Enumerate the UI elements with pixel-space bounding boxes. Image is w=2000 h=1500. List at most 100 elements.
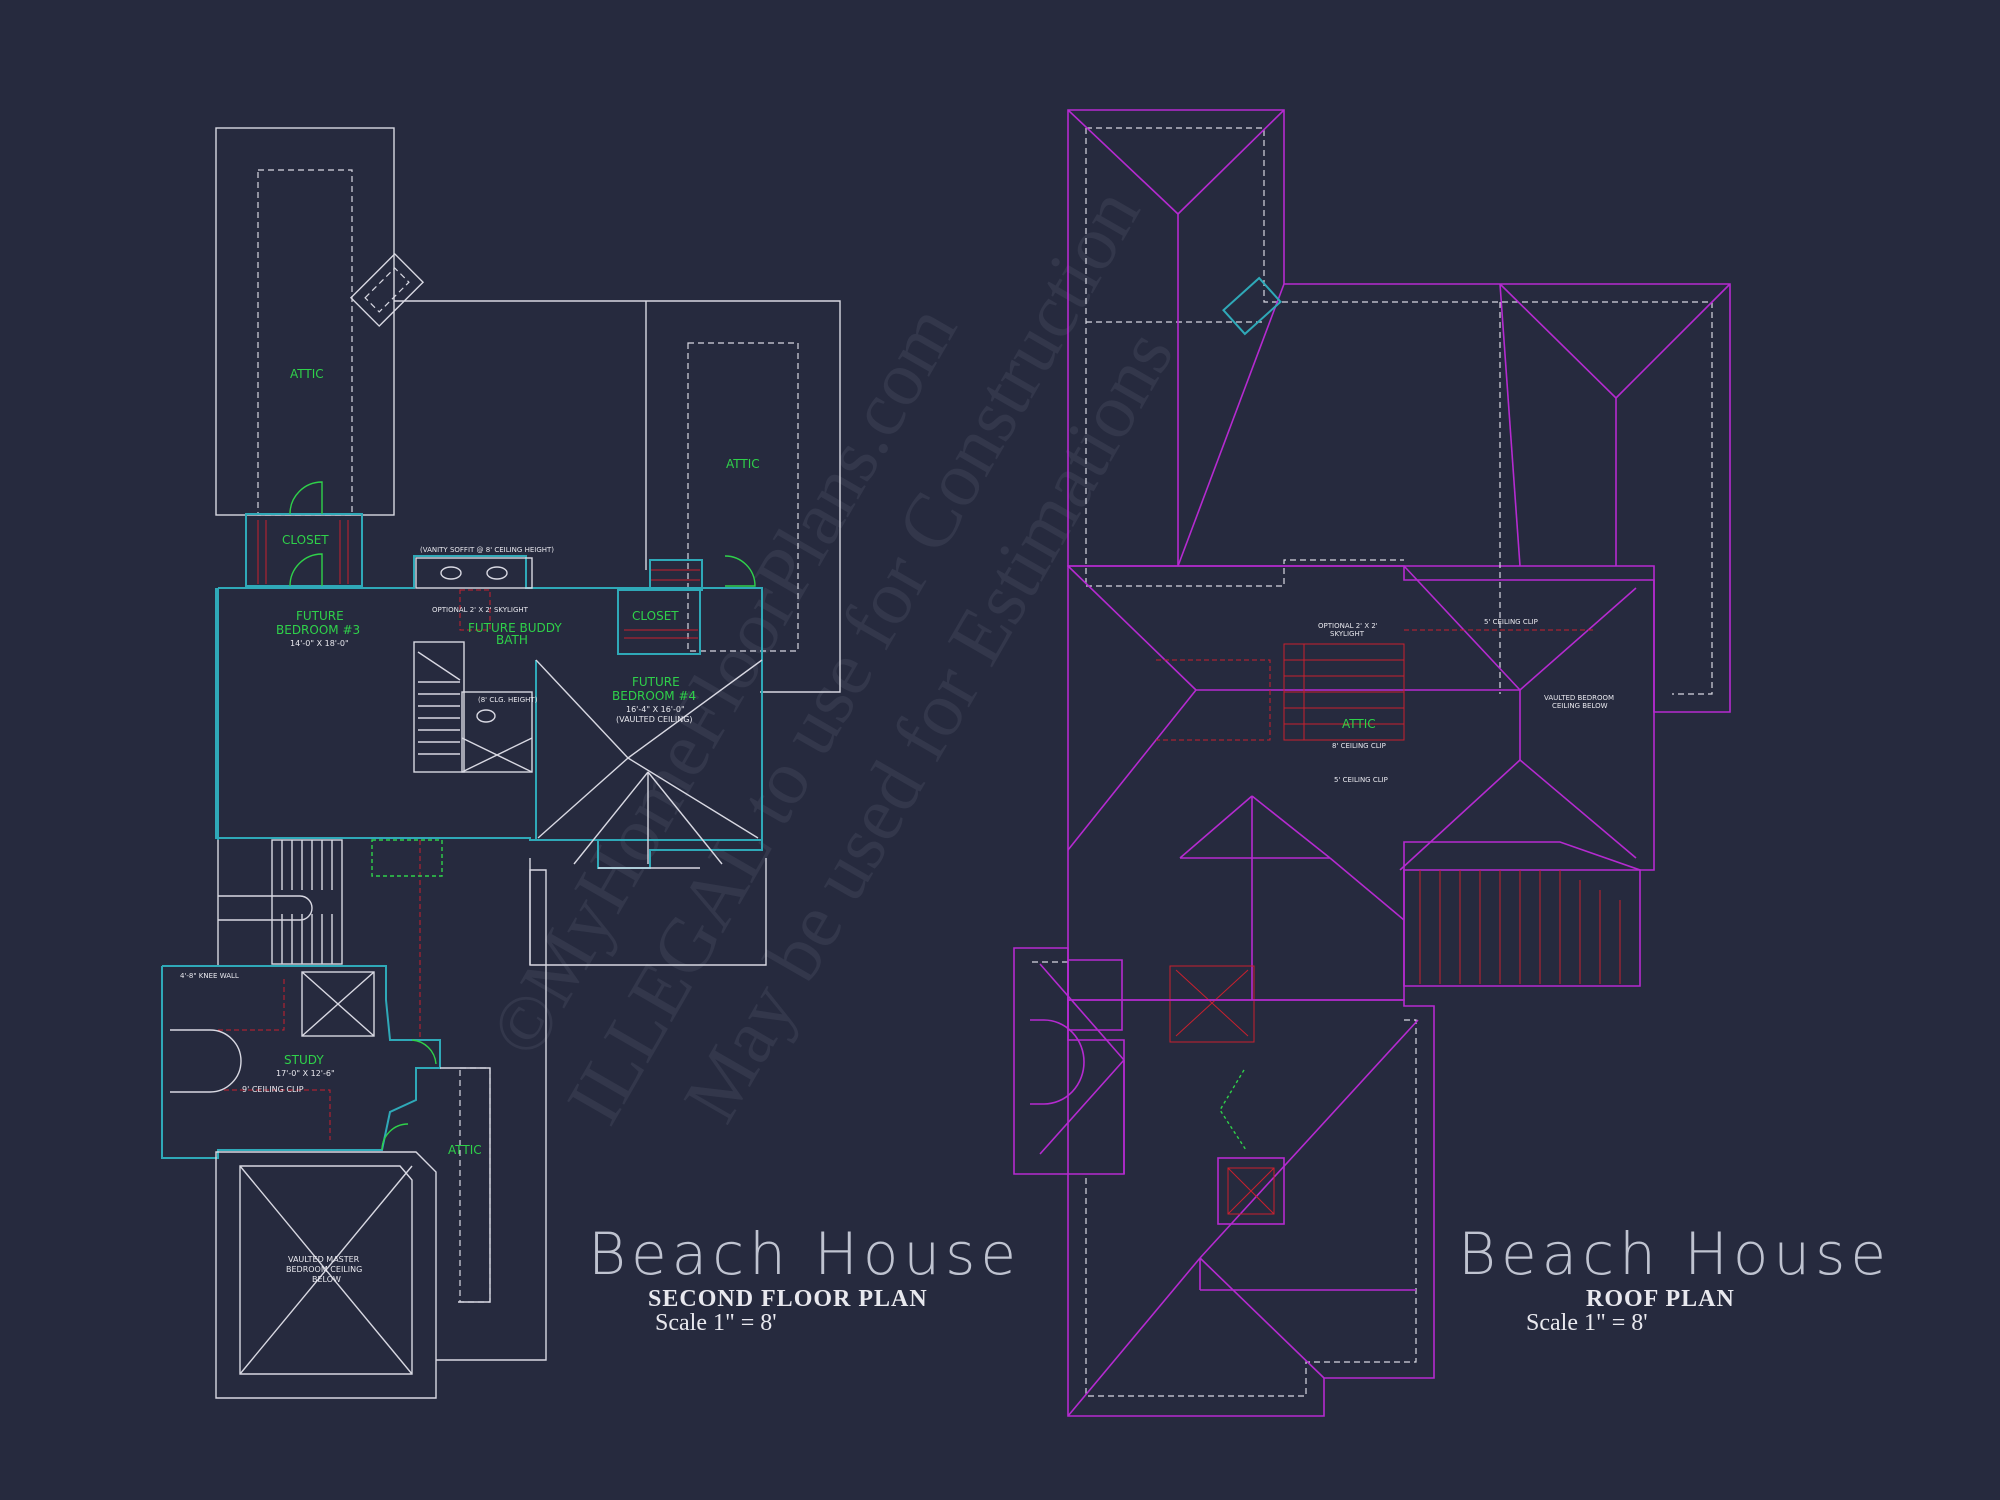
left-attic-dashed: [257, 169, 353, 516]
label-bedroom3-name: FUTURE: [296, 609, 344, 623]
label-attic-bottom: ATTIC: [448, 1143, 482, 1157]
roof-middle-hips: [1067, 565, 1637, 1000]
bedroom4-wall: [535, 660, 762, 841]
roof-study-box: [1067, 959, 1123, 1031]
closet-right-nook: [649, 559, 703, 591]
closet-left-wall: [245, 513, 363, 587]
label-bedroom3-dim: 14'-0" X 18'-0": [290, 639, 349, 648]
roof-attic-dashed: [1156, 659, 1271, 741]
master-ceiling-inner: [239, 1165, 413, 1375]
roof-label-skylight2: SKYLIGHT: [1330, 630, 1365, 638]
label-vanity-note: (VANITY SOFFIT @ 8' CEILING HEIGHT): [420, 546, 554, 554]
roof-lower-dashed: [1085, 1019, 1417, 1397]
label-study-clip: 9' CEILING CLIP: [242, 1085, 304, 1094]
study-clip-line: [224, 1089, 331, 1140]
roof-cupola: [1217, 1157, 1285, 1225]
label-bedroom3-num: BEDROOM #3: [276, 623, 360, 637]
sink-left: [440, 566, 462, 580]
second-floor-title: Beach House: [588, 1220, 1021, 1288]
roof-skylight: [1222, 276, 1282, 336]
label-study-name: STUDY: [284, 1053, 324, 1067]
label-closet-right: CLOSET: [632, 609, 679, 623]
roof-deck-hatch: [1419, 870, 1621, 984]
attic-bottom-wall: [436, 869, 547, 1361]
label-bedroom4-dim: 16'-4" X 16'-0": [626, 705, 685, 714]
vanity: [415, 557, 533, 589]
roof-upper-outline: [1067, 109, 1731, 713]
label-closet-left: CLOSET: [282, 533, 329, 547]
roof-plan: 5' CEILING CLIP VAULTED BEDROOM CEILING …: [1013, 109, 1891, 1417]
study-wall: [161, 965, 441, 1159]
label-bedroom4-note: (VAULTED CEILING): [616, 715, 693, 724]
study-bay: [170, 1029, 242, 1093]
label-bath-name: FUTURE BUDDY: [468, 621, 562, 635]
study-chase: [301, 971, 375, 1037]
stair-turn: [218, 895, 313, 921]
study-door: [411, 1039, 437, 1065]
label-skylight-note: OPTIONAL 2' X 2' SKYLIGHT: [432, 606, 529, 614]
roof-label-vaulted2: CEILING BELOW: [1552, 702, 1608, 710]
roof-title: Beach House: [1458, 1220, 1891, 1288]
label-attic-left: ATTIC: [290, 367, 324, 381]
label-study-dim: 17'-0" X 12'-6": [276, 1069, 335, 1078]
roof-upper-hips: [1067, 109, 1731, 567]
roof-lower-hips: [1067, 1019, 1419, 1417]
attic-bottom-dashed-wall: [440, 1067, 491, 1303]
toilet: [476, 709, 496, 723]
attic-bottom-dashed: [459, 1067, 491, 1303]
hall-double-door: [371, 839, 443, 877]
closet-left-shelves: [257, 520, 349, 584]
roof-subtitle: ROOF PLAN: [1586, 1286, 1735, 1312]
label-master-line2: BEDROOM CEILING: [286, 1265, 362, 1274]
attic-skylight: [349, 252, 425, 328]
stair-upper-treads: [418, 681, 460, 755]
watermark: ©MyHomeFloorPlans.com ILLEGAL to use for…: [473, 174, 1190, 1138]
roof-upper-dashed: [1086, 127, 1713, 695]
label-bedroom4-name: FUTURE: [632, 675, 680, 689]
roof-label-clip-top: 5' CEILING CLIP: [1484, 618, 1538, 626]
right-attic-wall: [394, 300, 841, 693]
master-vault-diag2: [239, 1165, 413, 1375]
roof-label-vaulted1: VAULTED BEDROOM: [1544, 694, 1614, 702]
roof-lower-outline: [1067, 999, 1435, 1417]
roof-label-skylight1: OPTIONAL 2' X 2': [1318, 622, 1378, 630]
bath-skylight: [459, 589, 491, 631]
roof-study-hips: [1039, 963, 1125, 1174]
roof-label-clip5: 5' CEILING CLIP: [1334, 776, 1388, 784]
roof-lower-deck: [1403, 841, 1641, 987]
roof-label-clip8: 8' CEILING CLIP: [1332, 742, 1386, 750]
label-attic-right: ATTIC: [726, 457, 760, 471]
second-floor-plan: ATTIC ATTIC CLOSET CLOSET FUTURE BEDROOM…: [161, 127, 1021, 1399]
label-master-line1: VAULTED MASTER: [288, 1255, 360, 1264]
label-clg-note: (8' CLG. HEIGHT): [478, 696, 538, 704]
roof-chase-hatch: [1169, 965, 1255, 1043]
main-stair: [271, 839, 343, 965]
label-master-line3: BELOW: [312, 1275, 341, 1284]
main-stair-treads: [281, 840, 333, 964]
left-attic-wall: [215, 127, 395, 516]
second-floor-scale: Scale 1" = 8': [655, 1310, 777, 1336]
roof-stair-hatch: [1283, 643, 1405, 741]
closet-left-door: [289, 481, 323, 515]
right-attic-dashed: [687, 342, 799, 652]
sink-right: [486, 566, 508, 580]
roof-study-outline: [1013, 947, 1125, 1175]
stair-upper: [413, 641, 465, 773]
knee-wall-line: [170, 978, 285, 1031]
closet-left-door2: [289, 553, 323, 587]
roof-scale: Scale 1" = 8': [1526, 1310, 1648, 1336]
attic-door: [381, 1123, 409, 1151]
bedroom4-vault-lines: [535, 659, 763, 865]
master-ceiling-outline: [215, 1151, 437, 1399]
roof-study-bay: [1030, 1019, 1085, 1105]
roof-cupola-inner: [1227, 1167, 1275, 1215]
closet-right-shelves: [624, 569, 700, 639]
label-bath-num: BATH: [496, 633, 528, 647]
second-floor-subtitle: SECOND FLOOR PLAN: [648, 1286, 928, 1312]
roof-label-attic: ATTIC: [1342, 717, 1376, 731]
stair-diagonal: [417, 651, 461, 681]
closet-right-door: [724, 555, 756, 587]
label-knee-wall: 4'-8" KNEE WALL: [180, 972, 239, 980]
label-bedroom4-num: BEDROOM #4: [612, 689, 696, 703]
